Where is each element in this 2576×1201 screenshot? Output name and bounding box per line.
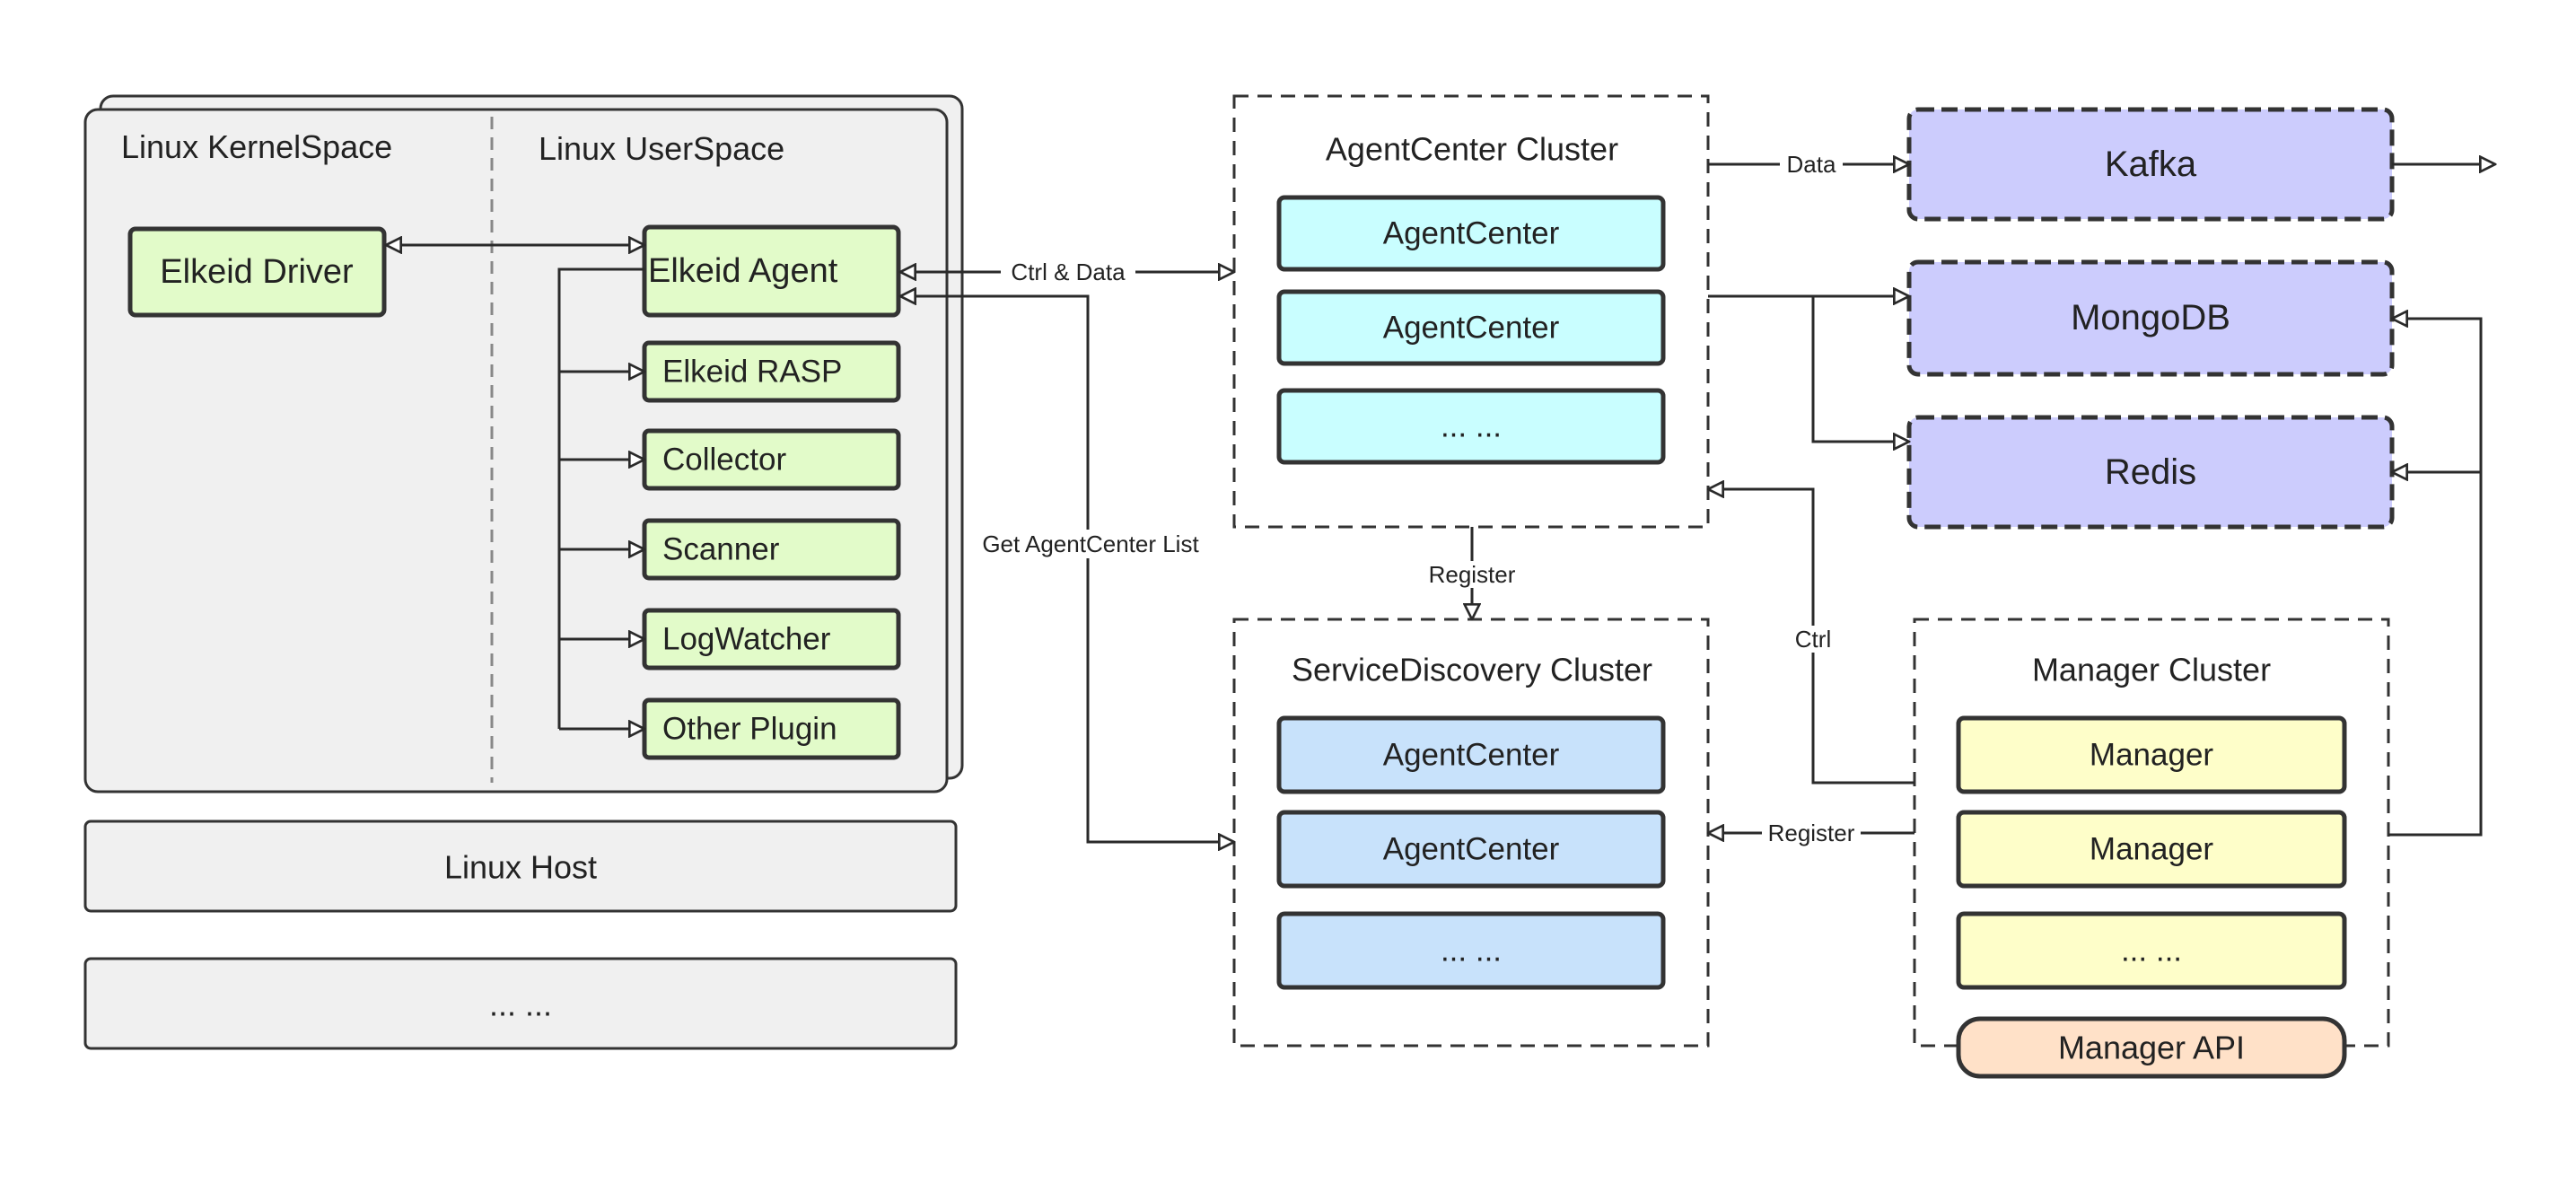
servicediscovery-cluster: ServiceDiscovery Cluster AgentCenter Age… xyxy=(1232,618,1710,1048)
elkeid-agent-node[interactable]: Elkeid Agent xyxy=(642,224,901,318)
plugin-rasp-label: Elkeid RASP xyxy=(662,355,842,390)
edge-agent-servicediscovery xyxy=(900,296,1234,842)
agentcenter-node-more-label: ... ... xyxy=(1441,409,1502,444)
label-data: Data xyxy=(1787,151,1836,178)
sd-node-more[interactable]: ... ... xyxy=(1276,911,1666,990)
sd-node-1-label: AgentCenter xyxy=(1383,738,1560,773)
label-register-mgr: Register xyxy=(1768,820,1855,846)
manager-node-1[interactable]: Manager xyxy=(1956,715,2347,794)
manager-api-label: Manager API xyxy=(2058,1030,2245,1066)
host-panel: Linux KernelSpace Linux UserSpace Elkeid… xyxy=(83,94,964,793)
label-register-ac: Register xyxy=(1429,561,1516,588)
sd-node-2[interactable]: AgentCenter xyxy=(1276,810,1666,889)
more-hosts-label: ... ... xyxy=(489,986,552,1023)
kafka-node[interactable]: Kafka xyxy=(1906,107,2395,222)
sd-node-2-label: AgentCenter xyxy=(1383,832,1560,867)
linux-host-bar: Linux Host xyxy=(83,820,958,913)
label-ctrl-data: Ctrl & Data xyxy=(1011,259,1126,285)
manager-node-more-label: ... ... xyxy=(2121,934,2182,969)
manager-node-2-label: Manager xyxy=(2090,832,2213,867)
kafka-label: Kafka xyxy=(2105,145,2197,184)
linux-host-label: Linux Host xyxy=(444,849,597,886)
agentcenter-node-2[interactable]: AgentCenter xyxy=(1276,289,1666,366)
plugin-collector-label: Collector xyxy=(662,443,786,478)
sd-node-1[interactable]: AgentCenter xyxy=(1276,715,1666,794)
edge-manager-mongodb xyxy=(2388,319,2483,837)
redis-node[interactable]: Redis xyxy=(1906,415,2395,530)
plugin-rasp-node[interactable]: Elkeid RASP xyxy=(642,340,901,403)
plugin-logwatcher-label: LogWatcher xyxy=(662,622,831,657)
manager-node-1-label: Manager xyxy=(2090,738,2213,773)
agentcenter-node-1[interactable]: AgentCenter xyxy=(1276,195,1666,272)
plugin-collector-node[interactable]: Collector xyxy=(642,428,901,491)
redis-label: Redis xyxy=(2105,452,2196,492)
elkeid-driver-label: Elkeid Driver xyxy=(160,253,354,291)
userspace-label: Linux UserSpace xyxy=(539,130,784,167)
edge-labels: Ctrl & Data Data Get AgentCenter List Re… xyxy=(974,151,1861,846)
agentcenter-node-1-label: AgentCenter xyxy=(1383,216,1560,251)
plugin-scanner-label: Scanner xyxy=(662,532,780,567)
edge-ac-redis xyxy=(1811,296,1909,442)
sd-node-more-label: ... ... xyxy=(1441,934,1502,969)
more-hosts-bar: ... ... xyxy=(83,957,958,1050)
agentcenter-node-2-label: AgentCenter xyxy=(1383,311,1560,346)
plugin-other-label: Other Plugin xyxy=(662,712,837,747)
kernelspace-label: Linux KernelSpace xyxy=(121,128,392,165)
agentcenter-cluster-title: AgentCenter Cluster xyxy=(1326,131,1618,168)
mongodb-label: MongoDB xyxy=(2071,298,2230,338)
manager-node-2[interactable]: Manager xyxy=(1956,810,2347,889)
manager-api-node[interactable]: Manager API xyxy=(1956,1016,2347,1079)
elkeid-driver-node[interactable]: Elkeid Driver xyxy=(127,226,387,318)
elkeid-agent-label: Elkeid Agent xyxy=(648,252,838,290)
plugin-scanner-node[interactable]: Scanner xyxy=(642,518,901,581)
manager-cluster: Manager Cluster Manager Manager ... ... … xyxy=(1913,618,2390,1079)
manager-node-more[interactable]: ... ... xyxy=(1956,911,2347,990)
plugin-other-node[interactable]: Other Plugin xyxy=(642,697,901,760)
manager-cluster-title: Manager Cluster xyxy=(2032,652,2271,688)
label-ctrl: Ctrl xyxy=(1795,626,1831,653)
edge-plugin-trunk xyxy=(557,267,644,729)
label-get-agentcenter-list: Get AgentCenter List xyxy=(982,530,1199,557)
mongodb-node[interactable]: MongoDB xyxy=(1906,259,2395,377)
servicediscovery-cluster-title: ServiceDiscovery Cluster xyxy=(1292,652,1652,688)
agentcenter-cluster: AgentCenter Cluster AgentCenter AgentCen… xyxy=(1232,94,1710,529)
agentcenter-node-more[interactable]: ... ... xyxy=(1276,388,1666,465)
plugin-logwatcher-node[interactable]: LogWatcher xyxy=(642,608,901,671)
